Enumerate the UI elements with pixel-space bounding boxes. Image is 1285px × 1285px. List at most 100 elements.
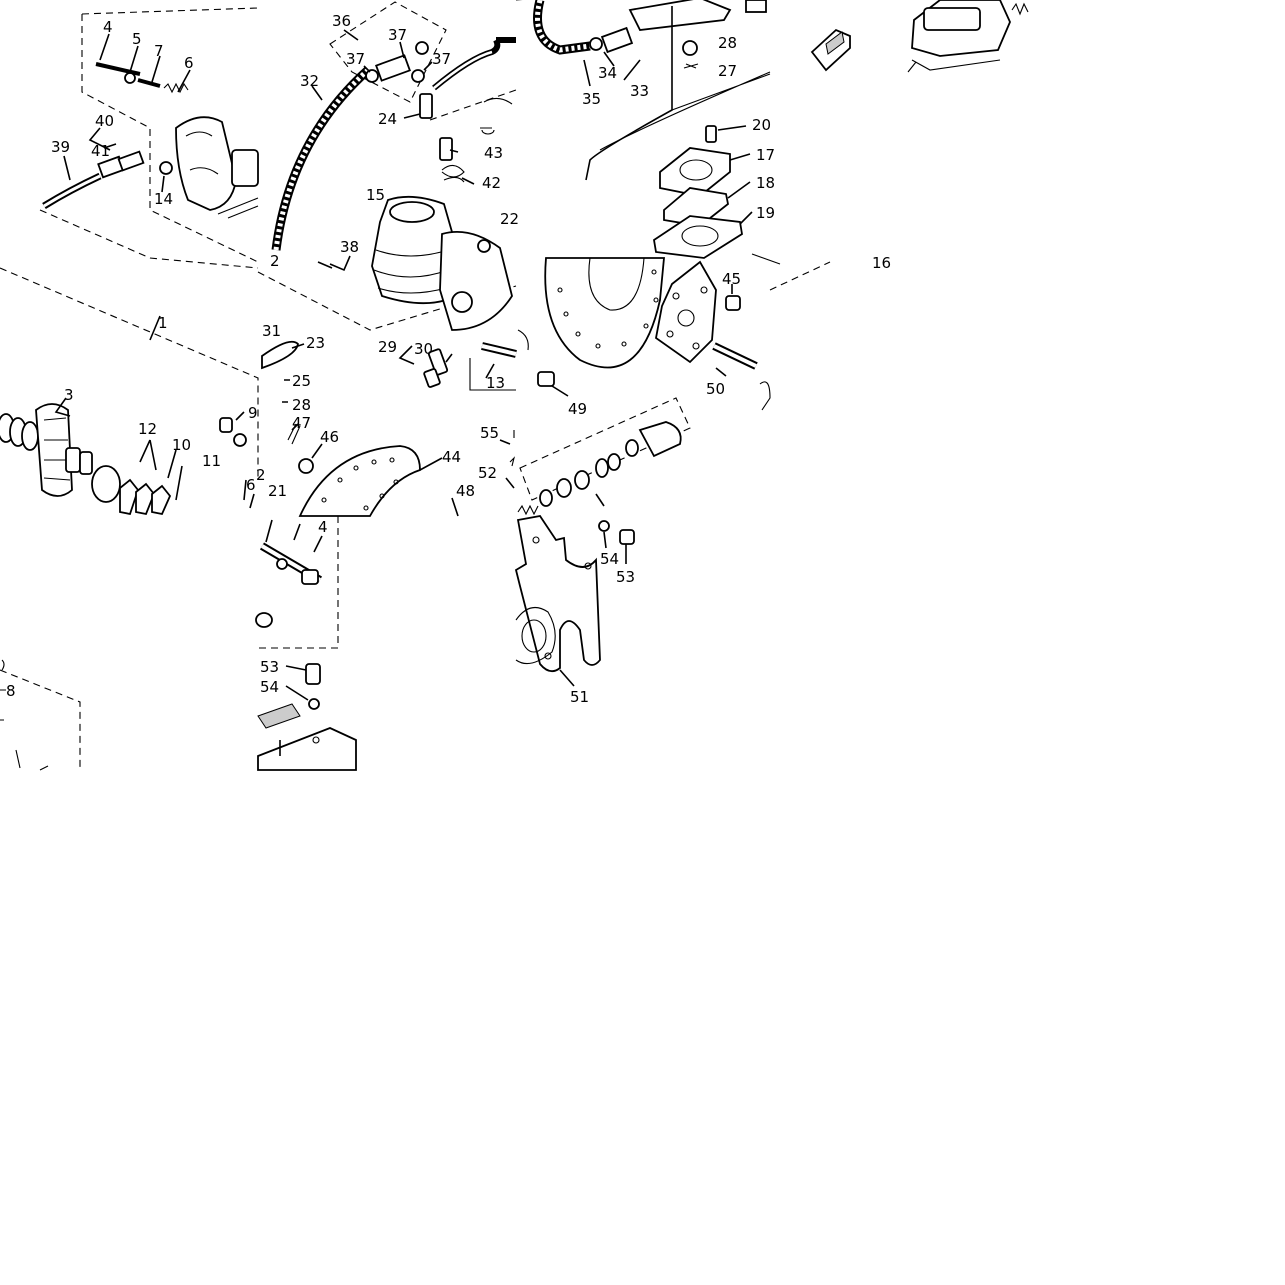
label-16: 16 (872, 254, 891, 272)
bolt-53-lower (305, 663, 321, 685)
label-50: 50 (706, 380, 725, 398)
bolt-30 (427, 348, 449, 376)
diaphragm-19 (653, 215, 743, 259)
label-28-mid: 28 (292, 396, 311, 414)
cotter-27 (683, 63, 699, 69)
label-31: 31 (262, 322, 281, 340)
label-47: 47 (292, 414, 311, 432)
label-32: 32 (300, 72, 319, 90)
label-12: 12 (138, 420, 157, 438)
label-46: 46 (320, 428, 339, 446)
label-9: 9 (248, 404, 258, 422)
label-44: 44 (442, 448, 461, 466)
piston-right (231, 149, 259, 187)
nut-37-c (411, 69, 425, 83)
washer-lower (255, 612, 273, 628)
label-20: 20 (752, 116, 771, 134)
master-cylinder-bottom (628, 0, 732, 31)
label-28: 28 (718, 34, 737, 52)
bracket-plate (655, 260, 717, 364)
label-37-a: 37 (388, 26, 407, 44)
nut-37-a (365, 69, 379, 83)
nameplate (257, 703, 301, 729)
tile-middle-right: 45 49 50 55 52 (478, 253, 781, 516)
label-38: 38 (340, 238, 359, 256)
caliper-side (439, 231, 513, 331)
label-41: 41 (91, 142, 110, 160)
fitting-40 (117, 150, 145, 172)
disc-holes (321, 457, 399, 511)
label-17: 17 (756, 146, 775, 164)
spring-52 (517, 504, 539, 516)
label-10: 10 (172, 436, 191, 454)
bolt-43 (439, 137, 453, 161)
label-25: 25 (292, 372, 311, 390)
bolt-9 (219, 417, 233, 433)
label-27: 27 (718, 62, 737, 80)
brake-disc-large (544, 257, 665, 369)
label-19: 19 (756, 204, 775, 222)
label-53-lower: 53 (260, 658, 279, 676)
tile-top-left: 4 5 7 6 40 41 39 14 (39, 7, 259, 269)
label-22: 22 (500, 210, 519, 228)
tile-top-center: 36 37 37 37 32 24 43 42 15 22 38 2 (257, 1, 519, 331)
label-42: 42 (482, 174, 501, 192)
label-18: 18 (756, 174, 775, 192)
tile-bottom-right: 54 53 51 (514, 515, 635, 706)
washer-34 (589, 37, 603, 51)
tile-middle-left: 1 3 12 10 11 9 2 6 21 (0, 267, 287, 516)
label-36: 36 (332, 12, 351, 30)
piston-assembly-left (0, 413, 39, 451)
label-54: 54 (600, 550, 619, 568)
nut-28 (682, 40, 698, 56)
label-39: 39 (51, 138, 70, 156)
label-40: 40 (95, 112, 114, 130)
nut-9 (233, 433, 247, 447)
nut-37-b (415, 41, 429, 55)
piston-kit (539, 421, 682, 507)
label-30: 30 (414, 340, 433, 358)
nut-46 (298, 458, 314, 474)
label-23: 23 (306, 334, 325, 352)
spring-top (1011, 2, 1029, 16)
label-37-c: 37 (432, 50, 451, 68)
label-33: 33 (630, 82, 649, 100)
label-54-lower: 54 (260, 678, 279, 696)
bolt-49 (537, 371, 555, 387)
label-43: 43 (484, 144, 503, 162)
caliper-housing (175, 116, 237, 211)
clip-42 (441, 164, 465, 183)
washer-5 (124, 72, 136, 84)
label-11: 11 (202, 452, 221, 470)
brake-disc-44 (298, 445, 421, 517)
bracket-51 (514, 515, 601, 673)
hose-32 (271, 66, 372, 251)
label-1: 1 (158, 314, 168, 332)
label-8: 8 (6, 682, 16, 700)
label-35: 35 (582, 90, 601, 108)
label-37-b: 37 (346, 50, 365, 68)
label-6-mid: 6 (246, 476, 256, 494)
bolt-14 (159, 161, 173, 175)
label-24: 24 (378, 110, 397, 128)
label-29: 29 (378, 338, 397, 356)
bolt-53 (619, 529, 635, 545)
label-7: 7 (154, 42, 164, 60)
label-48: 48 (456, 482, 475, 500)
piston-ring-b (79, 451, 93, 475)
label-4-lower: 4 (318, 518, 328, 536)
label-15: 15 (366, 186, 385, 204)
mounting-base (257, 727, 357, 771)
washer-54 (598, 520, 610, 532)
tile-far-right: 16 (769, 0, 1029, 291)
tile-top-right: 28 27 34 35 33 20 17 18 19 (516, 0, 775, 259)
label-5: 5 (132, 30, 142, 48)
disc-large-holes (557, 269, 659, 349)
label-6: 6 (184, 54, 194, 72)
bolt-45 (725, 295, 741, 311)
spring-6 (163, 82, 189, 94)
label-2-mid: 2 (256, 466, 266, 484)
boot-cup (638, 421, 682, 458)
label-13: 13 (486, 374, 505, 392)
